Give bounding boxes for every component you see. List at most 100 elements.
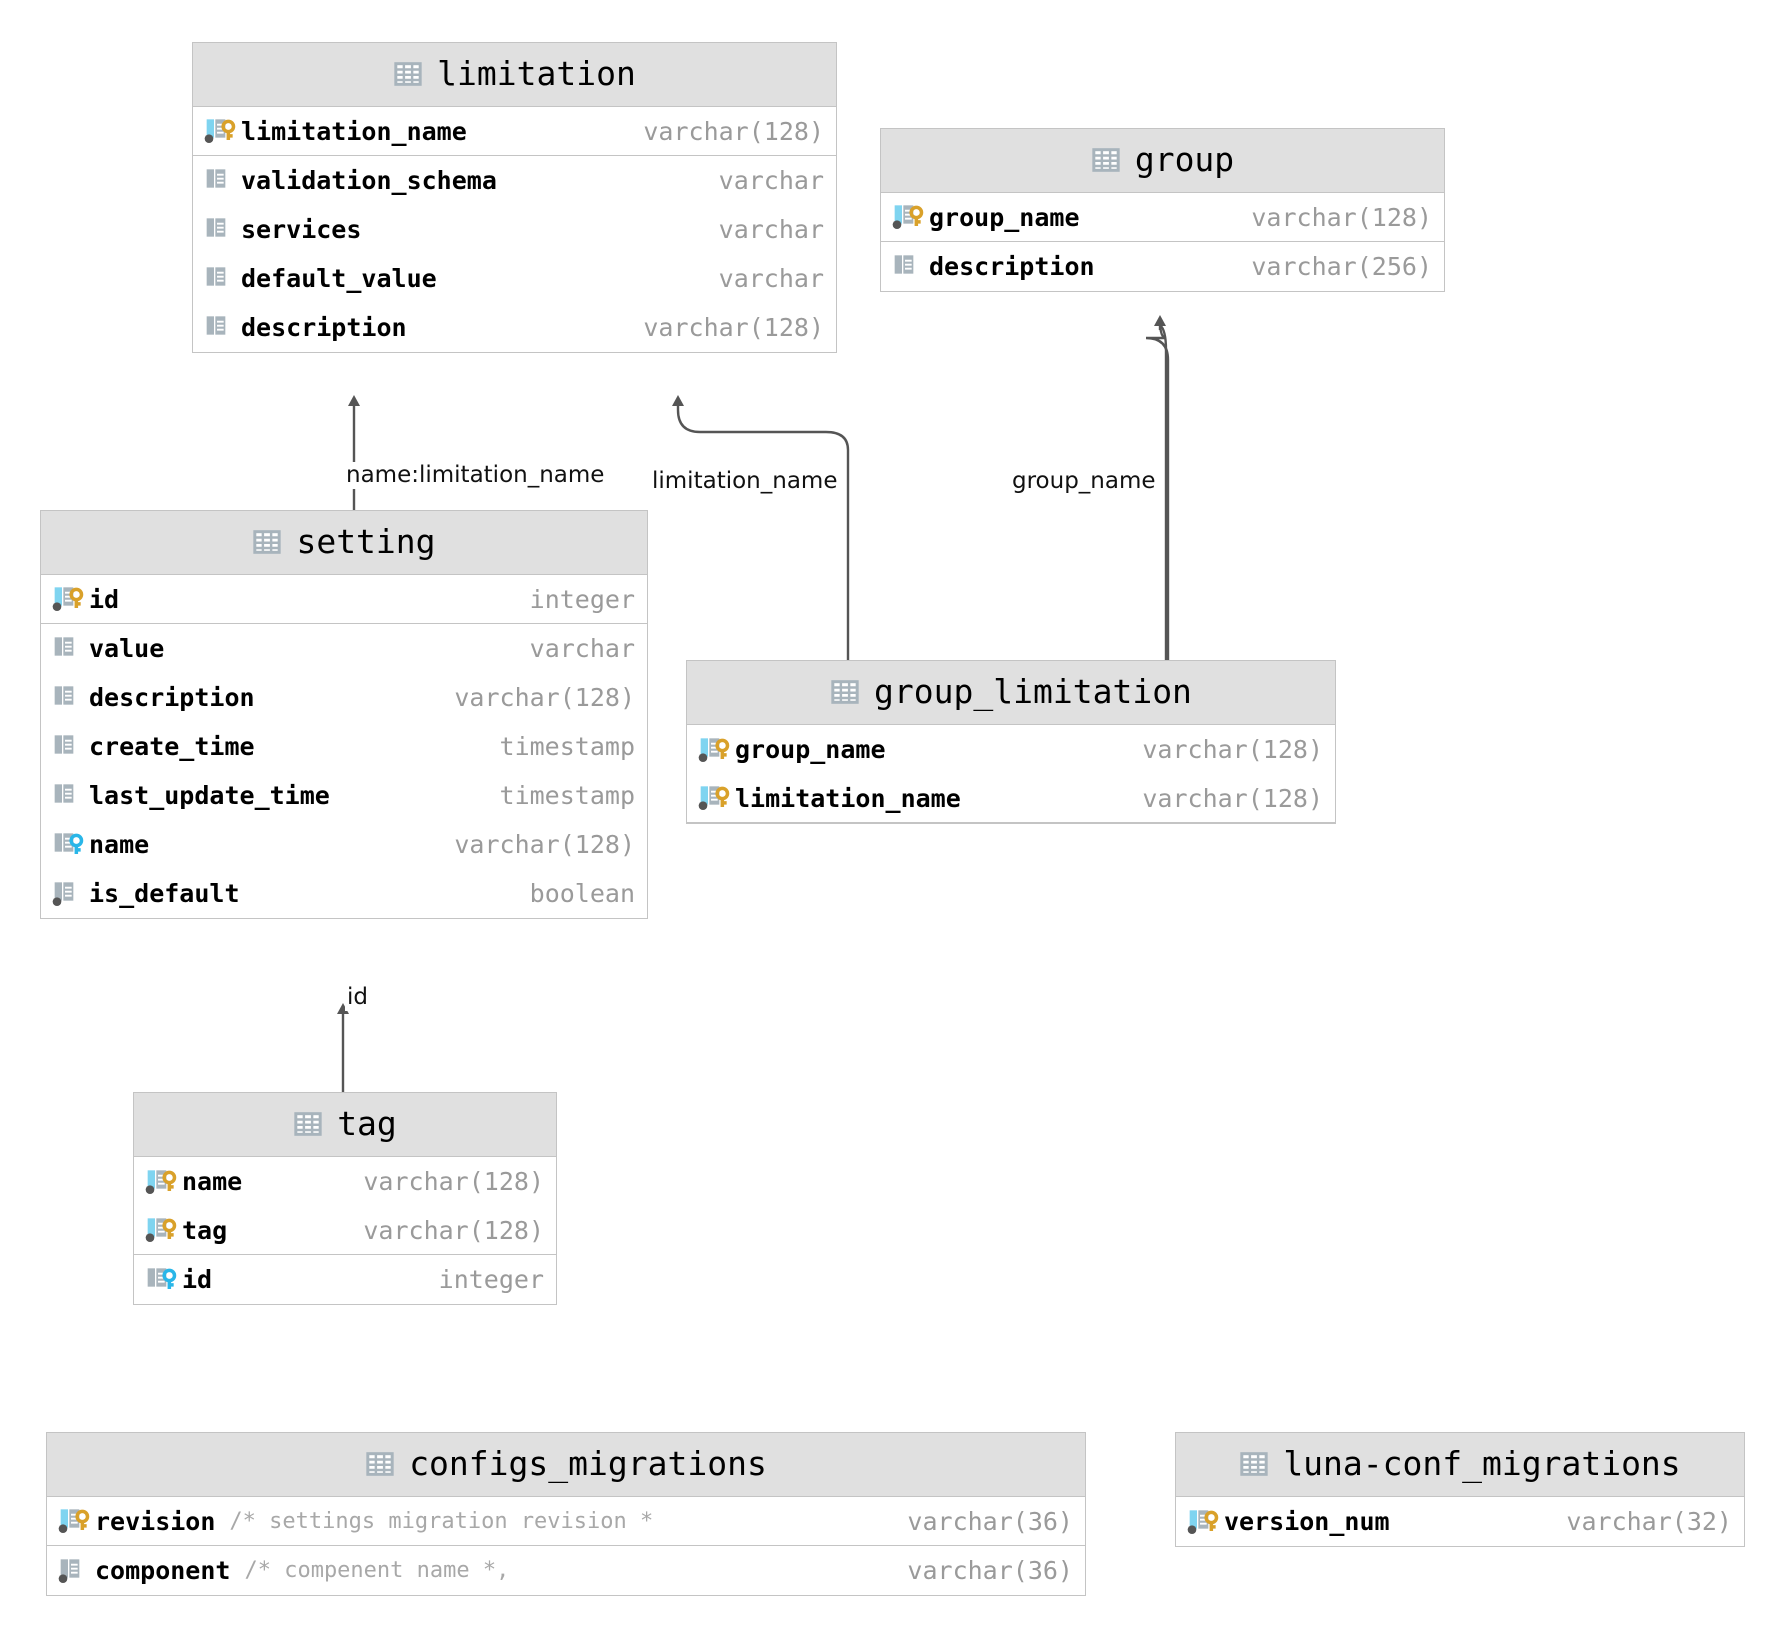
column-type: varchar(128): [643, 116, 824, 146]
column-type: varchar: [718, 215, 824, 244]
column-type: varchar(256): [1251, 252, 1432, 281]
edge-label-setting-limitation: name:limitation_name: [344, 462, 607, 490]
column-row[interactable]: value varchar: [41, 624, 647, 673]
table-node-configs-migrations[interactable]: configs_migrations revision /* settings …: [46, 1432, 1086, 1596]
column-name: validation_schema: [241, 166, 497, 195]
column-icon: [51, 781, 85, 811]
column-list-group: group_name varchar(128) description varc…: [881, 193, 1444, 291]
column-row[interactable]: limitation_name varchar(128): [193, 107, 836, 156]
column-type: varchar(32): [1566, 1507, 1732, 1536]
column-name: id: [182, 1265, 213, 1294]
column-comment: /* compenent name *,: [244, 1558, 510, 1583]
column-name: last_update_time: [89, 781, 330, 810]
table-node-tag[interactable]: tag name varchar(128) tag varchar(128): [133, 1092, 557, 1305]
primary-key-icon: [144, 1215, 178, 1245]
edge-label-grouplimitation-group: group_name: [1010, 468, 1158, 496]
column-type: varchar(128): [363, 1215, 544, 1245]
column-icon: [51, 683, 85, 713]
table-title: group: [1134, 140, 1235, 179]
column-row[interactable]: group_name varchar(128): [881, 193, 1444, 242]
column-type: boolean: [529, 879, 635, 908]
column-name: group_name: [929, 202, 1080, 232]
column-row[interactable]: services varchar: [193, 205, 836, 254]
table-node-limitation[interactable]: limitation limitation_name varchar(128) …: [192, 42, 837, 353]
column-name: id: [89, 584, 120, 614]
column-row[interactable]: component /* compenent name *, varchar(3…: [47, 1546, 1085, 1595]
column-type: varchar(128): [454, 683, 635, 712]
column-icon: [203, 313, 237, 343]
column-name: name: [89, 830, 150, 859]
table-title: setting: [296, 522, 436, 561]
column-comment: /* settings migration revision *: [229, 1508, 654, 1534]
column-list-configs-migrations: revision /* settings migration revision …: [47, 1497, 1085, 1595]
column-row[interactable]: last_update_time timestamp: [41, 771, 647, 820]
table-icon: [252, 527, 282, 557]
column-type: varchar: [718, 264, 824, 293]
primary-key-icon: [1186, 1507, 1220, 1537]
column-icon: [203, 215, 237, 245]
column-name: group_name: [735, 735, 886, 764]
table-icon: [830, 677, 860, 707]
column-name: value: [89, 634, 165, 663]
table-icon: [1239, 1449, 1269, 1479]
table-icon: [1091, 145, 1121, 175]
column-name: description: [89, 683, 255, 712]
column-type: timestamp: [499, 781, 635, 810]
table-node-luna-conf-migrations[interactable]: luna-conf_migrations version_num varchar…: [1175, 1432, 1745, 1547]
column-row[interactable]: id integer: [41, 575, 647, 624]
column-name: version_num: [1224, 1507, 1390, 1536]
column-icon: [891, 252, 925, 282]
column-type: varchar(36): [907, 1556, 1073, 1585]
column-icon: [203, 166, 237, 196]
edge-grouplimitation-group-head: [1154, 315, 1168, 660]
column-row[interactable]: version_num varchar(32): [1176, 1497, 1744, 1546]
column-name: name: [182, 1167, 243, 1196]
table-icon: [393, 59, 423, 89]
column-name: description: [241, 313, 407, 342]
index-key-icon: [144, 1265, 178, 1295]
primary-key-icon: [697, 735, 731, 765]
table-node-group-limitation[interactable]: group_limitation group_name varchar(128)…: [686, 660, 1336, 824]
column-type: varchar(128): [643, 313, 824, 342]
column-row[interactable]: id integer: [134, 1255, 556, 1304]
column-row[interactable]: description varchar(256): [881, 242, 1444, 291]
column-list-limitation: limitation_name varchar(128) validation_…: [193, 107, 836, 352]
edge-label-tag-setting: id: [345, 984, 370, 1012]
column-row[interactable]: tag varchar(128): [134, 1206, 556, 1255]
table-node-group[interactable]: group group_name varchar(128) descriptio…: [880, 128, 1445, 292]
column-type: varchar(128): [363, 1167, 544, 1196]
column-row[interactable]: description varchar(128): [41, 673, 647, 722]
primary-key-icon: [891, 202, 925, 232]
column-type: timestamp: [499, 732, 635, 761]
column-list-tag: name varchar(128) tag varchar(128) id in…: [134, 1157, 556, 1304]
column-type: varchar(128): [454, 830, 635, 859]
column-icon: [51, 634, 85, 664]
not-null-icon: [51, 879, 85, 909]
table-header-luna-conf-migrations: luna-conf_migrations: [1176, 1433, 1744, 1497]
column-list-setting: id integer value varchar description var…: [41, 575, 647, 918]
table-header-setting: setting: [41, 511, 647, 575]
table-node-setting[interactable]: setting id integer value varchar: [40, 510, 648, 919]
column-type: varchar: [718, 166, 824, 195]
column-row[interactable]: name varchar(128): [134, 1157, 556, 1206]
column-name: is_default: [89, 879, 240, 908]
column-type: integer: [529, 584, 635, 614]
column-name: default_value: [241, 264, 437, 293]
column-row[interactable]: default_value varchar: [193, 254, 836, 303]
column-row[interactable]: validation_schema varchar: [193, 156, 836, 205]
column-row[interactable]: description varchar(128): [193, 303, 836, 352]
column-name: create_time: [89, 732, 255, 761]
column-type: varchar(128): [1142, 783, 1323, 813]
column-row[interactable]: create_time timestamp: [41, 722, 647, 771]
column-row[interactable]: limitation_name varchar(128): [687, 774, 1335, 823]
column-row[interactable]: group_name varchar(128): [687, 725, 1335, 774]
column-list-group-limitation: group_name varchar(128) limitation_name …: [687, 725, 1335, 823]
primary-key-icon: [203, 116, 237, 146]
table-header-group-limitation: group_limitation: [687, 661, 1335, 725]
column-type: integer: [438, 1265, 544, 1294]
primary-key-icon: [51, 584, 85, 614]
column-row[interactable]: is_default boolean: [41, 869, 647, 918]
column-row[interactable]: name varchar(128): [41, 820, 647, 869]
column-row[interactable]: revision /* settings migration revision …: [47, 1497, 1085, 1546]
